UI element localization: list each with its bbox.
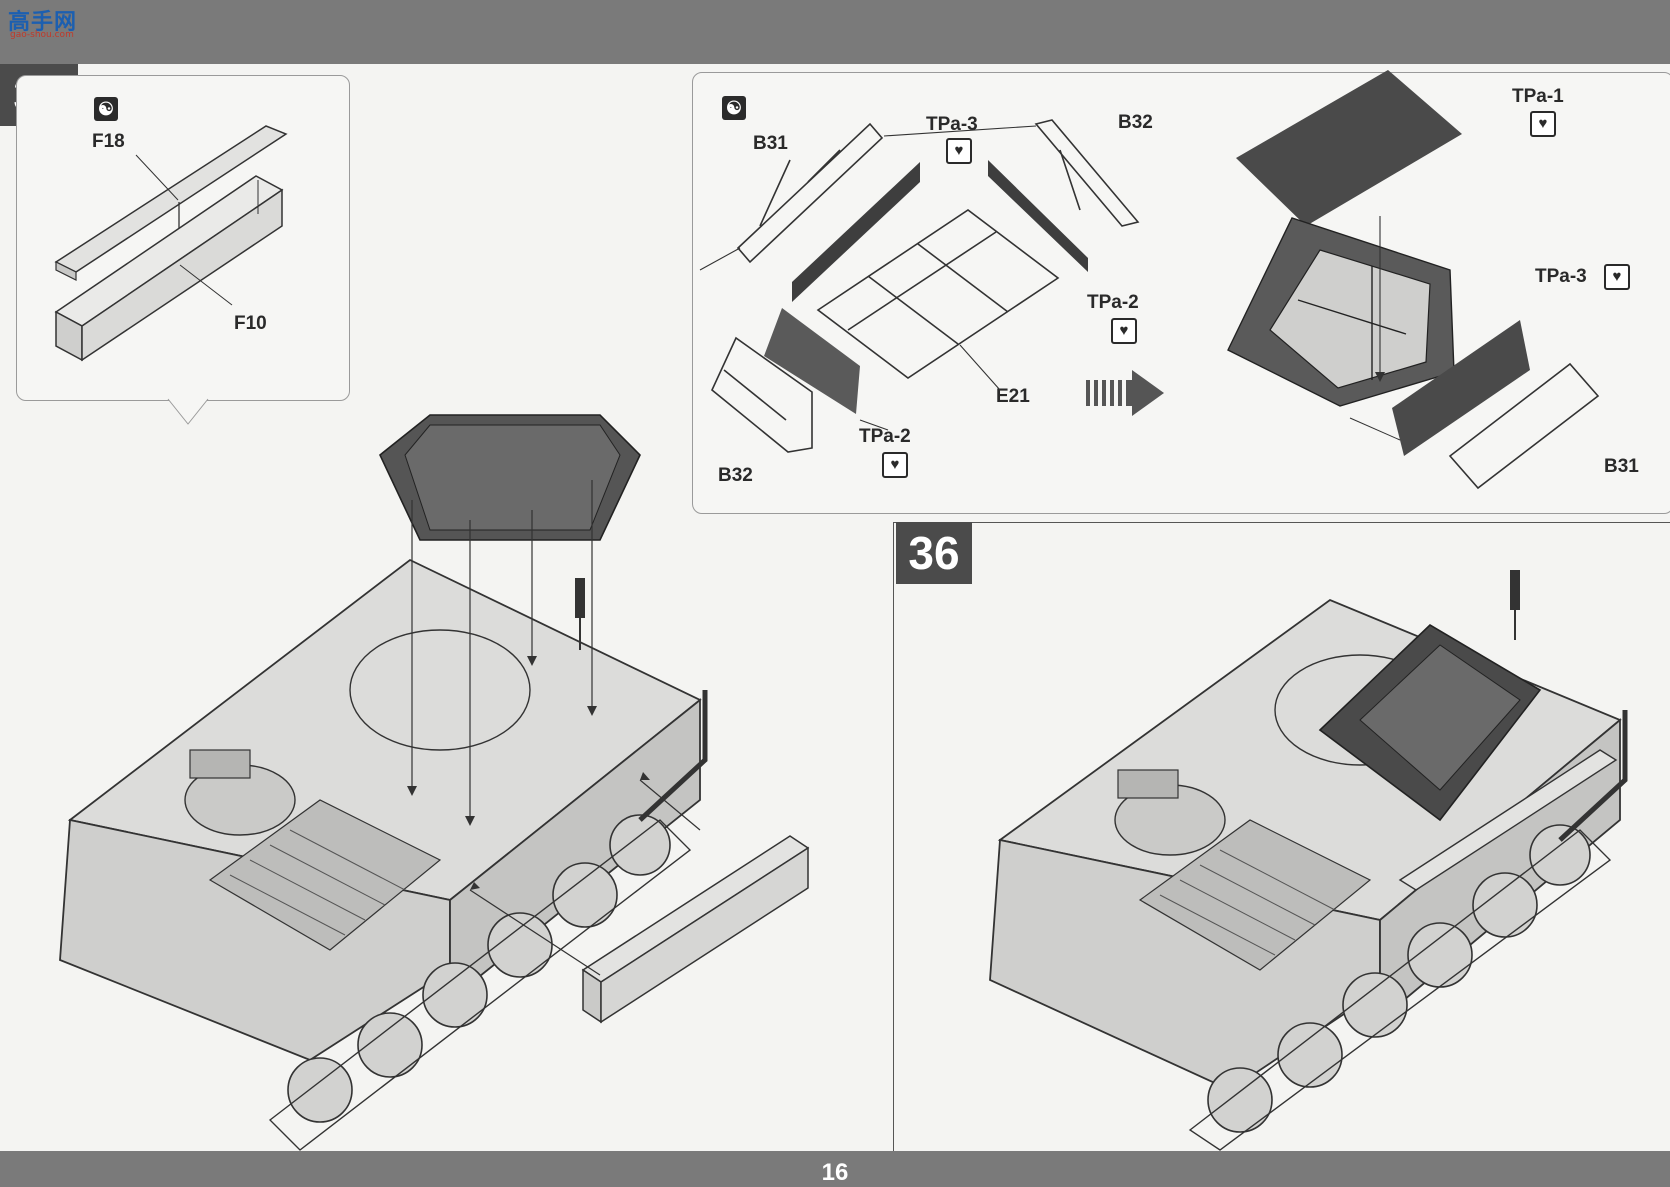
top-bar xyxy=(0,0,1670,64)
step-36-divider-horizontal xyxy=(893,522,1670,523)
page-number: 16 xyxy=(821,1159,849,1186)
cement-icon: ☯ xyxy=(722,96,746,120)
step-36-badge: 36 xyxy=(896,522,972,584)
step-36-parts-callout xyxy=(692,72,1670,514)
photo-etch-icon: ♥ xyxy=(946,138,972,164)
label-tpa1: TPa-1 xyxy=(1512,86,1564,107)
label-f18: F18 xyxy=(92,131,125,152)
photo-etch-icon: ♥ xyxy=(1530,111,1556,137)
label-b32-bottom: B32 xyxy=(718,465,753,486)
label-b31-left: B31 xyxy=(753,133,788,154)
label-b31-right: B31 xyxy=(1604,456,1639,477)
label-tpa2-right: TPa-2 xyxy=(1087,292,1139,313)
label-f10: F10 xyxy=(234,313,267,334)
bottom-bar xyxy=(0,1151,1670,1187)
label-tpa2-bottom: TPa-2 xyxy=(859,426,911,447)
label-e21: E21 xyxy=(996,386,1030,407)
step-36-divider-vertical xyxy=(893,522,894,1151)
cement-icon: ☯ xyxy=(94,97,118,121)
label-tpa3-right: TPa-3 xyxy=(1535,266,1587,287)
label-tpa3-top: TPa-3 xyxy=(926,114,978,135)
photo-etch-icon: ♥ xyxy=(1604,264,1630,290)
site-logo-url: gao-shou.com xyxy=(10,30,74,40)
photo-etch-icon: ♥ xyxy=(1111,318,1137,344)
photo-etch-icon: ♥ xyxy=(882,452,908,478)
site-logo: 高手网 xyxy=(8,10,78,35)
label-b32-top: B32 xyxy=(1118,112,1153,133)
